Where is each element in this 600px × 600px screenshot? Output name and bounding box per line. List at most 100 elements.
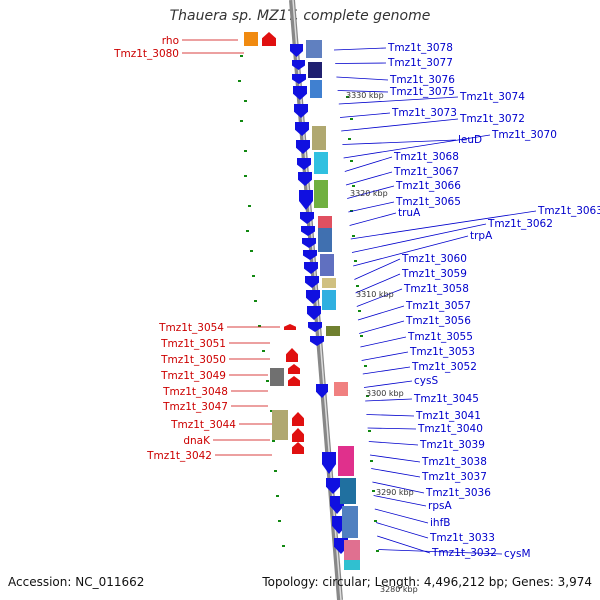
gene-label: Tmz1t_3032 — [431, 547, 497, 559]
gene-block — [306, 40, 322, 58]
gene-label: Tmz1t_3067 — [393, 166, 459, 178]
gene-block — [322, 290, 336, 310]
gene-label: Tmz1t_3057 — [405, 300, 471, 312]
gene-arrow-reverse — [288, 376, 300, 386]
gene-label: rpsA — [428, 500, 452, 512]
label-leader — [337, 90, 389, 93]
tick-mark — [372, 490, 375, 492]
gene-block — [312, 126, 326, 150]
gene-arrow — [326, 478, 340, 494]
gene-label: Tmz1t_3062 — [487, 218, 553, 230]
label-leader — [367, 427, 417, 430]
gene-block — [272, 410, 288, 440]
gene-arrow — [303, 250, 317, 260]
gene-label: Tmz1t_3068 — [393, 151, 459, 163]
gene-arrow — [322, 452, 336, 474]
gene-label: dnaK — [183, 435, 211, 447]
label-leader — [362, 366, 411, 375]
gene-block — [340, 478, 356, 504]
gene-label: Tmz1t_3055 — [407, 331, 473, 343]
gene-label: Tmz1t_3039 — [419, 439, 485, 451]
gene-label: Tmz1t_3074 — [459, 91, 525, 103]
gene-arrow — [292, 74, 306, 84]
gene-label: leuD — [458, 134, 482, 146]
tick-mark — [272, 440, 275, 442]
gene-label: Tmz1t_3037 — [421, 471, 487, 483]
gene-arrow-reverse — [292, 412, 304, 426]
gene-arrow-reverse — [292, 428, 304, 442]
tick-mark — [258, 325, 261, 327]
label-leader — [369, 454, 421, 463]
gene-label: Tmz1t_3077 — [387, 57, 453, 69]
gene-features — [244, 32, 360, 570]
tick-mark — [274, 470, 277, 472]
label-leader — [365, 398, 413, 402]
gene-label: Tmz1t_3052 — [411, 361, 477, 373]
label-leader — [350, 210, 537, 240]
tick-mark — [266, 380, 269, 382]
gene-label: Tmz1t_3045 — [413, 393, 479, 405]
gene-block — [334, 382, 348, 396]
gene-arrow — [292, 60, 305, 70]
gene-label: Tmz1t_3038 — [421, 456, 487, 468]
gene-block — [342, 506, 358, 538]
tick-mark — [238, 80, 241, 82]
tick-mark — [348, 138, 351, 140]
tick-mark — [240, 120, 243, 122]
label-leader — [333, 47, 387, 51]
gene-arrow — [302, 238, 316, 248]
tick-mark — [368, 430, 371, 432]
tick-mark — [282, 545, 285, 547]
gene-label: Tmz1t_3042 — [146, 450, 212, 462]
label-leader — [341, 118, 459, 132]
gene-block — [308, 62, 322, 78]
tick-mark — [370, 460, 373, 462]
gene-label: Tmz1t_3044 — [170, 419, 236, 431]
gene-label: Tmz1t_3072 — [459, 113, 525, 125]
gene-arrow-reverse — [288, 364, 300, 374]
tick-mark — [240, 55, 243, 57]
gene-label: Tmz1t_3066 — [395, 180, 461, 192]
tick-mark — [350, 160, 353, 162]
gene-label: Tmz1t_3051 — [160, 338, 226, 350]
label-leader — [339, 112, 391, 118]
gene-label: Tmz1t_3050 — [160, 354, 226, 366]
label-leader — [342, 139, 457, 145]
gene-block — [244, 32, 258, 46]
gene-arrow — [297, 158, 311, 170]
tick-mark — [246, 230, 249, 232]
label-leader — [353, 235, 469, 267]
gene-label: Tmz1t_3053 — [409, 346, 475, 358]
label-leader — [363, 380, 413, 388]
gene-arrow-reverse — [284, 324, 296, 330]
gene-label: rho — [162, 35, 179, 47]
label-leader — [338, 96, 459, 105]
gene-arrow — [299, 190, 313, 210]
gene-arrow — [316, 384, 328, 398]
tick-mark — [364, 365, 367, 367]
gene-arrow — [305, 276, 319, 288]
gene-labels: Tmz1t_3078Tmz1t_3077Tmz1t_3076Tmz1t_3075… — [113, 35, 600, 560]
gene-label: Tmz1t_3065 — [395, 196, 461, 208]
label-leader — [373, 495, 427, 507]
gene-arrow — [296, 140, 310, 154]
genome-title: Thauera sp. MZ1T, complete genome — [169, 8, 431, 24]
label-leader — [344, 156, 393, 172]
gene-block — [270, 368, 284, 386]
tick-mark — [250, 250, 253, 252]
gene-label: Tmz1t_3040 — [417, 423, 483, 435]
gene-label: Tmz1t_3059 — [401, 268, 467, 280]
gene-arrow — [295, 122, 309, 136]
tick-mark — [244, 175, 247, 177]
label-leader — [347, 185, 395, 199]
gene-label: Tmz1t_3076 — [389, 74, 455, 86]
gene-label: Tmz1t_3058 — [403, 283, 469, 295]
label-leader — [348, 201, 395, 213]
gene-block — [314, 180, 328, 208]
gene-arrow — [290, 44, 303, 57]
gene-block — [338, 446, 354, 476]
gene-block — [344, 560, 360, 570]
gene-arrow-reverse — [286, 348, 298, 362]
gene-arrow — [308, 322, 322, 332]
